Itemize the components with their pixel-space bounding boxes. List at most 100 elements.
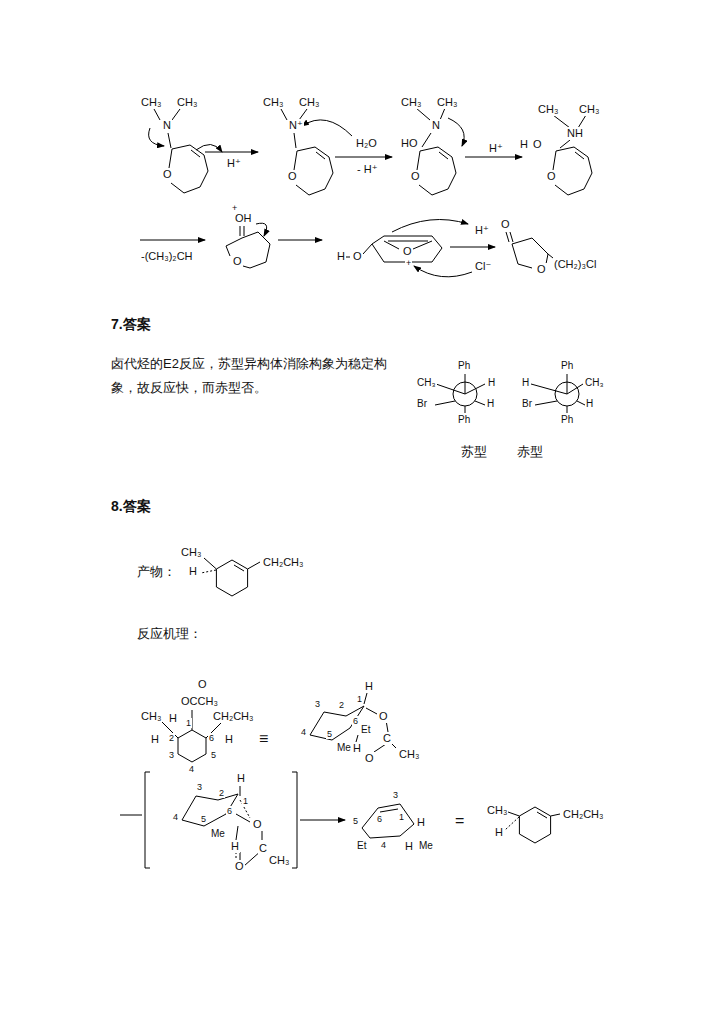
chem-label: CH₃ [268,854,290,867]
chem-label: O [162,168,173,181]
chem-label: H⁺ [226,157,242,170]
chem-label: CH₃ [537,103,559,116]
chem-label: O [500,218,511,231]
chem-label: OH [234,212,253,225]
chem-label: Br [521,398,533,410]
chem-label: O [410,170,421,183]
chem-label: H [494,826,504,839]
chem-label: 1 [185,718,192,728]
chem-label: O [197,678,208,691]
chem-label: C [258,842,268,855]
chem-label: 1 [356,694,363,704]
chem-label: CH₃ [584,377,605,389]
chem-label: 1 [242,796,249,806]
chem-label: O [536,263,547,276]
chem-label: O [287,170,298,183]
chem-label: CH₃ [578,103,600,116]
chem-label: H [224,733,234,746]
chem-label: 6 [352,716,359,726]
chem-label: CH₃ [436,96,458,109]
chem-label: H₂O [355,137,378,150]
chem-label: CH₂CH₃ [212,710,255,723]
chem-label: 反应机理： [136,627,203,642]
chem-label: Ph [560,414,574,426]
chem-label: O [352,250,363,263]
section-heading: 7.答案 [110,316,152,332]
chem-label: 4 [172,812,179,822]
chem-label: H [416,816,426,829]
chem-label: Et [356,840,367,852]
chem-label: 3 [314,699,321,709]
chem-label: H [486,398,495,410]
chem-label: Cl⁻ [474,260,492,273]
chem-label: O [364,752,375,765]
chem-label: H [236,772,246,785]
chem-label: H [230,840,240,853]
chem-label: H⁺ [474,224,490,237]
chem-label: Ph [560,360,574,372]
chem-label: H [487,377,496,389]
chem-label: 6 [226,806,233,816]
chem-label: 6 [376,814,383,824]
chem-label: CH₃ [176,96,198,109]
chem-label: CH₃ [140,710,162,723]
chem-label: ≡ [258,730,269,748]
chem-label: N [431,119,441,132]
chem-label: 苏型 [460,445,488,460]
chem-label: 2 [338,700,345,710]
chem-label: O [232,255,243,268]
chem-label: - H⁺ [356,163,378,176]
chem-label: = [454,812,465,830]
chem-label: N [162,119,172,132]
chem-label: H [521,377,530,389]
chem-label: H [519,138,529,151]
chem-label: 3 [392,790,399,800]
chem-label: 3 [168,750,175,760]
chem-label: 2 [218,788,225,798]
chem-label: H [168,712,178,725]
chem-label: Ph [457,414,471,426]
chem-label: O [532,138,543,151]
chem-label: H [352,742,362,755]
chem-label: O [402,245,413,258]
chem-label: H [150,733,160,746]
chem-label: O [252,818,263,831]
chem-label: H⁺ [488,142,504,155]
chem-label: Me [210,828,226,840]
chem-label: H [364,680,374,693]
chem-label: CH₃ [416,377,437,389]
section-heading: 8.答案 [110,498,152,514]
chem-label: NH [566,127,584,140]
chem-label: 4 [380,840,387,850]
chem-label: CH₃ [262,96,284,109]
chem-label: 5 [200,814,207,824]
chem-label: 4 [300,727,307,737]
chem-label: 4 [188,764,195,774]
chem-label: 5 [210,750,217,760]
chem-label: O [234,860,245,873]
chem-label: H [404,840,414,853]
chem-label: 6 [208,733,215,743]
answer-text: 卤代烃的E2反应，苏型异构体消除构象为稳定构象，故反应快，而赤型否。 [110,352,402,400]
chem-label: Br [416,398,428,410]
chem-label: 2 [168,733,175,743]
chem-label: 赤型 [516,445,544,460]
chem-label: H [188,565,198,578]
chem-label: Me [418,840,434,852]
chem-label: O [546,170,557,183]
chem-label: (CH₂)₃Cl [553,258,597,271]
chem-label: CH₃ [398,748,420,761]
chem-label: 5 [326,729,333,739]
chem-label: H [336,250,346,263]
chem-label: 产物： [136,565,177,580]
chem-label: OCCH₃ [180,695,219,708]
chem-label: + [405,258,412,268]
chem-label: CH₂CH₃ [562,808,605,821]
chem-label: CH₃ [298,96,320,109]
chem-label: CH₂CH₃ [262,556,305,569]
chem-label: Et [360,724,371,736]
chem-label: Me [336,742,352,754]
chem-label: CH₃ [140,96,162,109]
